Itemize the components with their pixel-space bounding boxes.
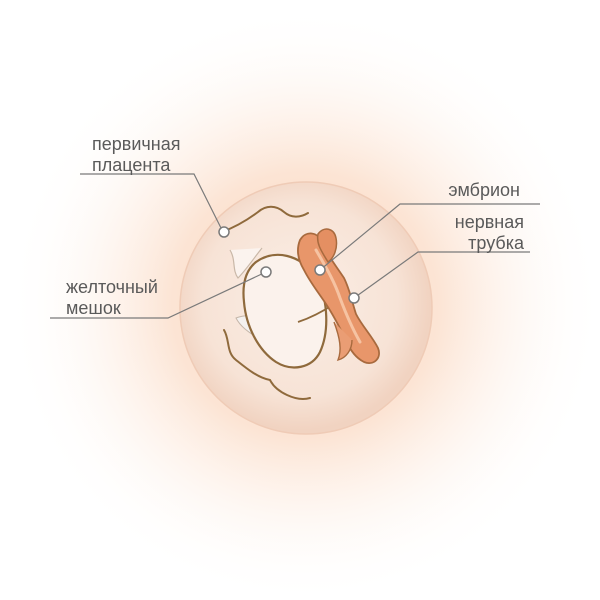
embryo-head xyxy=(316,228,338,264)
label-neural-tube-line2: трубка xyxy=(468,233,524,253)
label-neural-tube-line1: нервная xyxy=(454,212,524,232)
neural-tube xyxy=(314,248,362,344)
leader-yolk-sac xyxy=(50,271,267,319)
marker-primary-placenta xyxy=(218,226,230,238)
label-primary-placenta-line2: плацента xyxy=(92,155,171,175)
label-yolk-sac-line2: мешок xyxy=(66,298,121,318)
marker-yolk-sac xyxy=(260,266,272,278)
label-neural-tube: нервная трубка xyxy=(455,212,524,254)
leader-primary-placenta xyxy=(80,173,223,231)
leader-neural-tube xyxy=(353,251,530,299)
label-embryo-line1: эмбрион xyxy=(448,180,520,200)
label-embryo: эмбрион xyxy=(448,180,520,201)
label-primary-placenta-line1: первичная xyxy=(92,134,181,154)
embryo-tail xyxy=(333,321,353,362)
leader-embryo xyxy=(319,203,540,271)
primary-placenta-shape xyxy=(221,205,309,233)
label-yolk-sac: желточный мешок xyxy=(66,277,158,319)
amnion-fold xyxy=(223,329,311,400)
label-yolk-sac-line1: желточный xyxy=(66,277,158,297)
marker-embryo xyxy=(314,264,326,276)
marker-neural-tube xyxy=(348,292,360,304)
label-primary-placenta: первичная плацента xyxy=(92,134,180,176)
placenta-fold xyxy=(229,247,263,279)
